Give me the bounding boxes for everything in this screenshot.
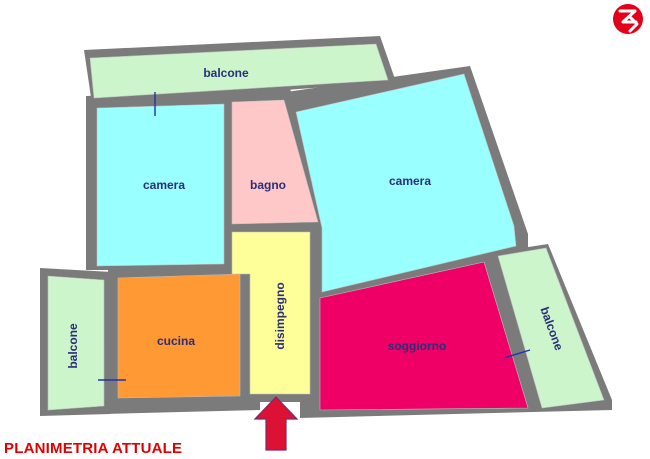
- room-camera-left: [96, 103, 225, 267]
- opening-marks: [98, 92, 531, 381]
- room-bagno: [231, 99, 319, 225]
- room-balcone-left: [47, 275, 105, 411]
- label-camera-left: camera: [143, 178, 185, 192]
- label-soggiorno: soggiorno: [388, 339, 447, 353]
- room-camera-right: [295, 73, 517, 293]
- room-balcone-right: [497, 247, 605, 409]
- label-bagno: bagno: [250, 178, 286, 192]
- entrance-arrow-shape: [253, 396, 299, 451]
- label-disimpegno: disimpegno: [273, 282, 287, 349]
- rooms: [47, 43, 605, 411]
- label-cucina: cucina: [157, 334, 195, 348]
- room-labels: balcone camera bagno camera disimpegno c…: [66, 66, 566, 369]
- plan-caption: PLANIMETRIA ATTUALE: [4, 440, 183, 457]
- label-balcone-top: balcone: [203, 66, 249, 80]
- entrance-arrow-icon: [253, 396, 299, 451]
- label-camera-right: camera: [389, 174, 431, 188]
- label-balcone-left: balcone: [66, 323, 80, 369]
- room-balcone-top: [89, 43, 389, 99]
- brand-logo-icon: [613, 4, 643, 34]
- room-soggiorno: [319, 261, 529, 411]
- logo-mark: [618, 9, 639, 33]
- room-cucina: [117, 273, 241, 399]
- window-mark-right-balcony: [503, 349, 531, 359]
